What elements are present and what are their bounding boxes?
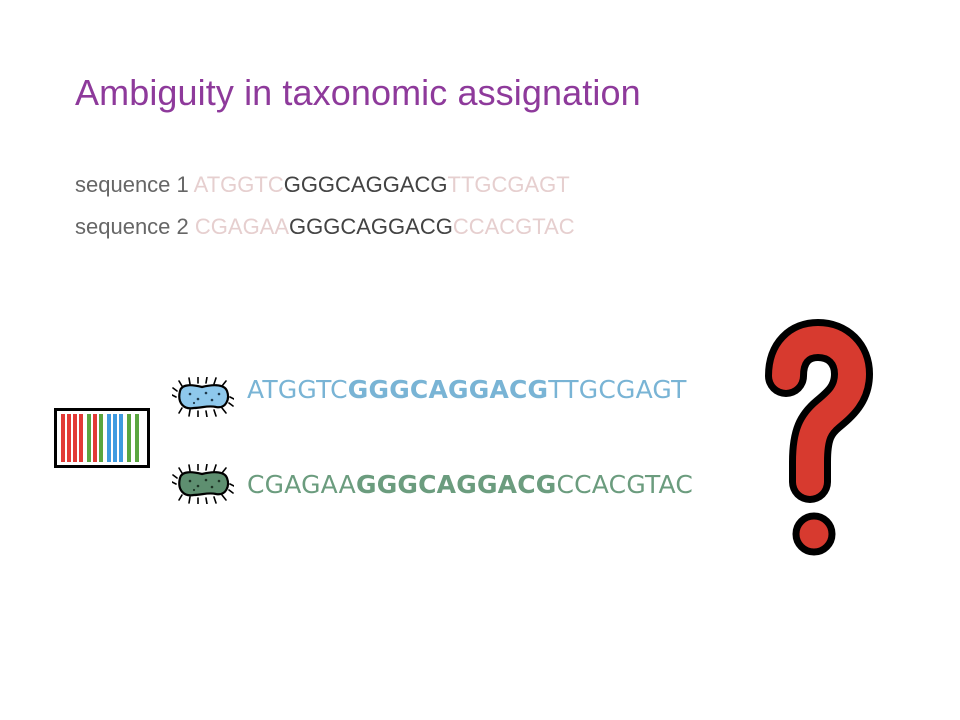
sequence-suffix: TTGCGAGT [548, 375, 687, 404]
question-mark-icon [765, 319, 873, 556]
sequence-prefix: ATGGTC [247, 375, 348, 404]
sequence-core: GGGCAGGACG [289, 214, 453, 239]
sequence-suffix: TTGCGAGT [447, 172, 570, 197]
sequence-prefix: CGAGAA [194, 214, 290, 239]
slide-title: Ambiguity in taxonomic assignation [75, 72, 641, 113]
sequence-prefix: ATGGTC [193, 172, 284, 197]
sequence-suffix: CCACGTAC [556, 470, 694, 499]
dna-barcode-icon [54, 408, 150, 468]
sequence-core: GGGCAGGACG [347, 375, 549, 404]
sequence-line-1: sequence 1 ATGGTCGGGCAGGACGTTGCGAGT [75, 172, 570, 198]
organism-sequence-1: ATGGTCGGGCAGGACGTTGCGAGT [247, 375, 687, 404]
sequence-label: sequence 1 [75, 172, 189, 197]
sequence-core: GGGCAGGACG [355, 470, 557, 499]
sequence-line-2: sequence 2 CGAGAAGGGCAGGACGCCACGTAC [75, 214, 575, 240]
sequence-label: sequence 2 [75, 214, 189, 239]
sequence-core: GGGCAGGACG [283, 172, 448, 197]
green-bacterium-icon [172, 464, 234, 504]
sequence-suffix: CCACGTAC [452, 214, 575, 239]
blue-bacterium-icon [172, 377, 234, 417]
sequence-prefix: CGAGAA [247, 470, 356, 499]
organism-sequence-2: CGAGAAGGGCAGGACGCCACGTAC [247, 470, 693, 499]
